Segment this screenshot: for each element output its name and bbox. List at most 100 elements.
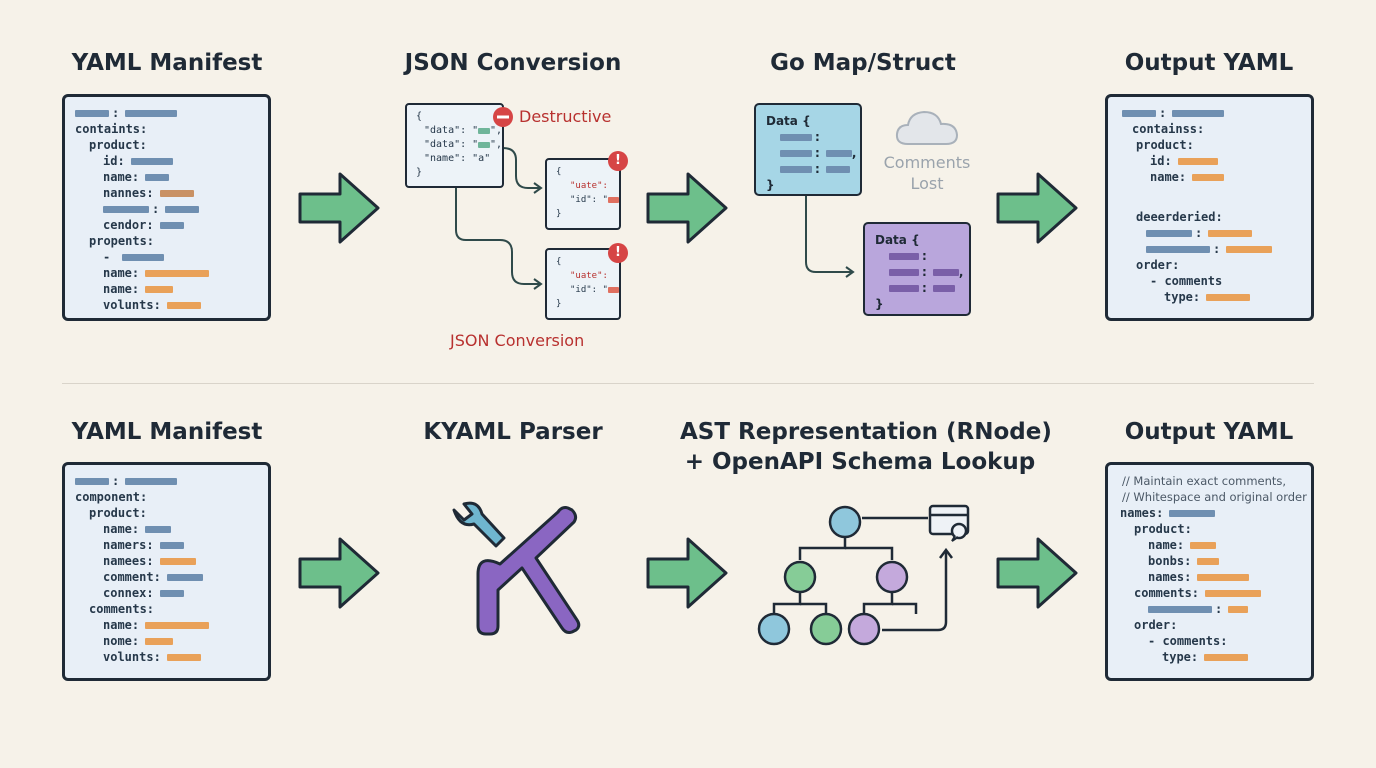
go-struct-box: Data { : :, : } — [863, 222, 971, 316]
yaml-line: propents: — [89, 234, 155, 248]
cloud-icon — [895, 110, 959, 145]
ast-title-line2: + OpenAPI Schema Lookup — [684, 449, 1036, 475]
yaml-comment: // Whitespace and original order — [1122, 490, 1307, 504]
yaml-line: deeerderied: — [1136, 210, 1223, 224]
ast-title-line1: AST Representation (RNode) — [680, 419, 1052, 445]
yaml-line: name: — [75, 521, 268, 537]
yaml-line: component: — [75, 490, 148, 504]
yaml-line: type: — [1120, 649, 1311, 665]
yaml-line: containss: — [1132, 122, 1205, 136]
json-fragment-box: { "uate": "id": " } — [545, 158, 621, 230]
json-brace: { — [416, 111, 423, 122]
top-input-yaml-panel: : containts: product: id: name: nannes: … — [62, 94, 271, 321]
json-brace: } — [556, 209, 562, 219]
yaml-line: - comments: — [1148, 634, 1228, 648]
schema-window-icon — [928, 504, 970, 542]
bottom-input-yaml-panel: : component: product: name: namers: name… — [62, 462, 271, 681]
yaml-line: cendor: — [75, 217, 268, 233]
json-line: "data": "", — [424, 139, 502, 150]
yaml-line: product: — [89, 506, 147, 520]
wrench-icon — [452, 501, 506, 548]
yaml-line: names: — [1120, 569, 1311, 585]
destructive-label: Destructive — [519, 107, 612, 126]
yaml-line: name: — [75, 265, 268, 281]
yaml-line: name: — [75, 617, 268, 633]
yaml-line: : — [1118, 225, 1311, 241]
json-fragment-box: { "uate": "id": " } — [545, 248, 621, 320]
yaml-line: volunts: — [75, 649, 268, 665]
minus-circle-icon — [493, 107, 513, 127]
yaml-line: comments: — [89, 602, 155, 616]
yaml-line: product: — [89, 138, 147, 152]
yaml-line: volunts: — [75, 297, 268, 313]
yaml-line: bonbs: — [1120, 553, 1311, 569]
yaml-line: comment: — [75, 569, 268, 585]
json-brace: { — [556, 257, 562, 267]
json-line: "name": "a" — [424, 153, 491, 164]
yaml-line: namees: — [75, 553, 268, 569]
warning-icon: ! — [608, 151, 628, 171]
top-output-yaml-panel: : containss: product: id: name: deeerder… — [1105, 94, 1314, 321]
yaml-line: containts: — [75, 122, 148, 136]
flow-arrow-icon — [996, 537, 1078, 609]
yaml-line: : — [75, 201, 268, 217]
struct-header: Data { — [875, 233, 920, 247]
flow-arrow-icon — [298, 537, 380, 609]
yaml-line: id: — [75, 153, 268, 169]
yaml-comment: // Maintain exact comments, — [1122, 474, 1287, 488]
yaml-line: nome: — [75, 633, 268, 649]
bottom-title-kyaml-parser: KYAML Parser — [423, 419, 603, 445]
yaml-line: : — [1118, 105, 1311, 121]
bottom-title-output-yaml: Output YAML — [1124, 419, 1294, 445]
yaml-line: product: — [1134, 522, 1192, 536]
top-title-go-map-struct: Go Map/Struct — [770, 50, 956, 76]
json-conversion-caption: JSON Conversion — [450, 331, 585, 350]
yaml-line: : — [1118, 241, 1311, 257]
yaml-line: names: — [1120, 505, 1311, 521]
struct-field: : — [766, 129, 860, 145]
flow-arrow-icon — [298, 172, 380, 244]
yaml-line: : — [75, 105, 268, 121]
top-title-yaml-manifest: YAML Manifest — [71, 50, 263, 76]
yaml-line: - comments — [1150, 274, 1223, 288]
yaml-line: name: — [75, 281, 268, 297]
yaml-line: product: — [1136, 138, 1194, 152]
struct-field: :, — [766, 145, 860, 161]
yaml-line: : — [1120, 601, 1311, 617]
yaml-line: order: — [1134, 618, 1178, 632]
yaml-line: comments: — [1120, 585, 1311, 601]
struct-field: : — [875, 248, 969, 264]
yaml-line: name: — [1118, 169, 1311, 185]
struct-field: : — [766, 161, 860, 177]
top-title-json-conversion: JSON Conversion — [404, 50, 622, 76]
yaml-line: name: — [75, 169, 268, 185]
bottom-title-yaml-manifest: YAML Manifest — [71, 419, 263, 445]
struct-header: Data { — [766, 114, 811, 128]
json-conversion-box: { "data": "", "data": "", "name": "a" } — [405, 103, 504, 188]
yaml-line: type: — [1118, 289, 1311, 305]
json-line: "uate": — [570, 181, 608, 191]
flow-arrow-icon — [996, 172, 1078, 244]
yaml-line: connex: — [75, 585, 268, 601]
bottom-output-yaml-panel: // Maintain exact comments, // Whitespac… — [1105, 462, 1314, 681]
json-brace: } — [416, 167, 423, 178]
struct-field: : — [875, 280, 969, 296]
json-line: "uate": — [570, 271, 608, 281]
json-line: "id": " — [556, 283, 619, 297]
yaml-line: order: — [1136, 258, 1180, 272]
yaml-line: nannes: — [75, 185, 268, 201]
json-brace: } — [556, 299, 562, 309]
kyaml-k-logo — [476, 506, 581, 636]
json-line: "data": "", — [424, 125, 502, 136]
yaml-line: : — [75, 473, 268, 489]
row-divider — [62, 383, 1314, 384]
struct-brace: } — [766, 178, 775, 192]
warning-icon: ! — [608, 243, 628, 263]
json-brace: { — [556, 167, 562, 177]
yaml-line: id: — [1118, 153, 1311, 169]
go-struct-box: Data { : :, : } — [754, 103, 862, 196]
json-line: "id": " — [556, 193, 619, 207]
yaml-line: namers: — [75, 537, 268, 553]
struct-field: :, — [875, 264, 969, 280]
